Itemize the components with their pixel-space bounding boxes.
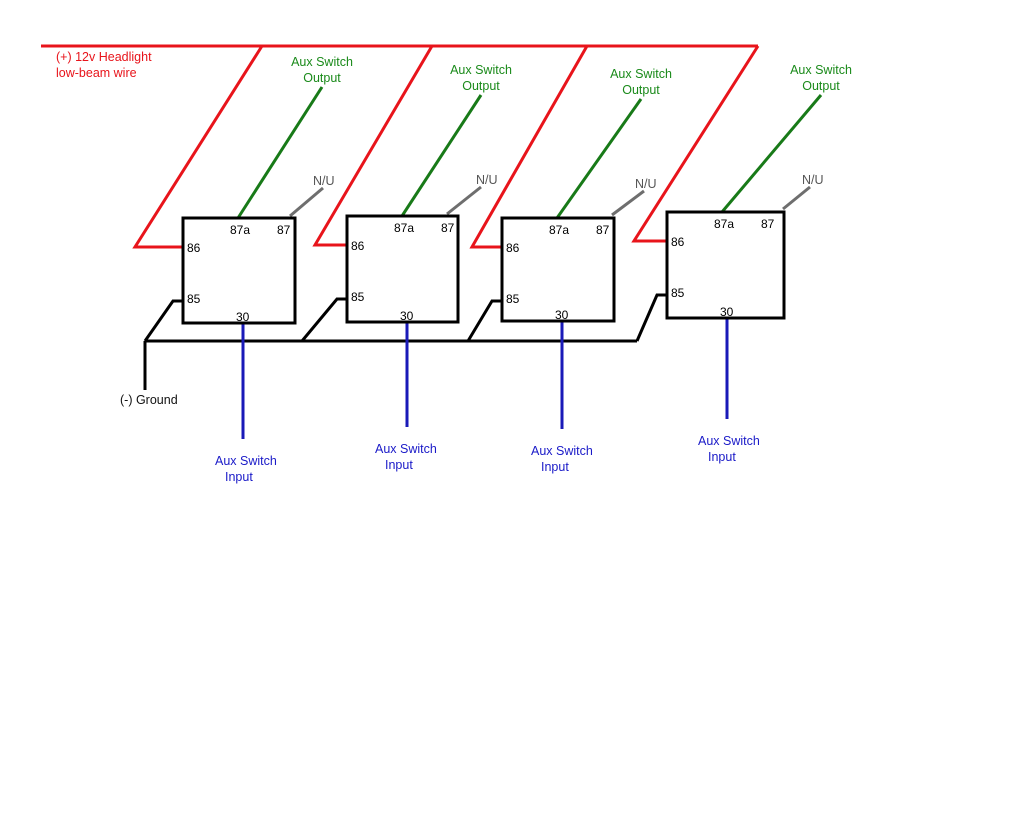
relay-2-85-ground-wire bbox=[300, 297, 347, 342]
relay-4-85-ground-wire bbox=[635, 293, 667, 342]
headlight-wire-label-line-2: low-beam wire bbox=[56, 66, 137, 80]
ground-label: (-) Ground bbox=[120, 393, 178, 407]
relay-3-85-ground-wire bbox=[466, 299, 502, 342]
relay-1-output-label-line-1: Aux Switch bbox=[291, 55, 353, 69]
relay-3-pin-30-label: 30 bbox=[555, 308, 569, 322]
relay-2-nu-wire bbox=[446, 185, 482, 216]
relay-3-nu-label: N/U bbox=[635, 177, 657, 191]
relay-3-pin-85-label: 85 bbox=[506, 292, 520, 306]
relay-3-pin-87a-label: 87a bbox=[549, 223, 569, 237]
relay-2-output-wire bbox=[400, 94, 483, 217]
relay-4-body bbox=[665, 210, 786, 320]
relay-1-86-feed-wire bbox=[132, 45, 264, 249]
relay-1-pin-30-label: 30 bbox=[236, 310, 250, 324]
relay-2-input-label-line-2: Input bbox=[385, 458, 413, 472]
relay-4-nu-wire bbox=[782, 185, 811, 211]
relay-4-pin-87a-label: 87a bbox=[714, 217, 734, 231]
relay-3-nu-wire bbox=[611, 189, 645, 217]
relay-3-output-label-line-2: Output bbox=[622, 83, 660, 97]
relay-2-output-label-line-1: Aux Switch bbox=[450, 63, 512, 77]
relay-3-output-wire bbox=[555, 98, 643, 219]
relay-2-input-label-line-1: Aux Switch bbox=[375, 442, 437, 456]
relay-1-output-label-line-2: Output bbox=[303, 71, 341, 85]
relay-1-nu-wire bbox=[289, 186, 324, 218]
relay-1-body bbox=[181, 216, 297, 325]
relay-2-pin-85-label: 85 bbox=[351, 290, 365, 304]
relay-3-input-label-line-1: Aux Switch bbox=[531, 444, 593, 458]
headlight-wire-label-line-1: (+) 12v Headlight bbox=[56, 50, 152, 64]
relay-4-pin-85-label: 85 bbox=[671, 286, 685, 300]
relay-1-nu-label: N/U bbox=[313, 174, 335, 188]
relay-4-pin-86-label: 86 bbox=[671, 235, 685, 249]
relay-4-nu-label: N/U bbox=[802, 173, 824, 187]
relay-2-pin-87a-label: 87a bbox=[394, 221, 414, 235]
relay-2-nu-label: N/U bbox=[476, 173, 498, 187]
relay-3-86-feed-wire bbox=[469, 45, 589, 249]
relay-2-86-feed-wire bbox=[312, 45, 434, 247]
relay-2-pin-86-label: 86 bbox=[351, 239, 365, 253]
relay-4-86-feed-wire bbox=[631, 45, 760, 243]
relay-2-output-label-line-2: Output bbox=[462, 79, 500, 93]
relay-1-pin-85-label: 85 bbox=[187, 292, 201, 306]
relay-2-pin-30-label: 30 bbox=[400, 309, 414, 323]
relay-1-pin-87a-label: 87a bbox=[230, 223, 250, 237]
relay-4-input-label-line-1: Aux Switch bbox=[698, 434, 760, 448]
relay-3-pin-87-label: 87 bbox=[596, 223, 610, 237]
relay-1-85-ground-wire bbox=[143, 299, 183, 342]
relay-1-pin-87-label: 87 bbox=[277, 223, 291, 237]
relay-3-input-label-line-2: Input bbox=[541, 460, 569, 474]
relay-1-input-label-line-2: Input bbox=[225, 470, 253, 484]
relay-3-body bbox=[500, 216, 616, 323]
relay-3-output-label-line-1: Aux Switch bbox=[610, 67, 672, 81]
relay-4-pin-30-label: 30 bbox=[720, 305, 734, 319]
relay-1-pin-86-label: 86 bbox=[187, 241, 201, 255]
relay-3-pin-86-label: 86 bbox=[506, 241, 520, 255]
relay-2-pin-87-label: 87 bbox=[441, 221, 455, 235]
relay-2-body bbox=[345, 214, 460, 324]
relay-4-output-wire bbox=[720, 94, 823, 213]
relay-4-output-label-line-1: Aux Switch bbox=[790, 63, 852, 77]
relay-1-input-label-line-1: Aux Switch bbox=[215, 454, 277, 468]
relay-1-output-wire bbox=[236, 86, 324, 219]
headlight-wire-label: (+) 12v Headlight low-beam wire bbox=[56, 50, 152, 80]
relay-4-output-label-line-2: Output bbox=[802, 79, 840, 93]
relay-4-input-label-line-2: Input bbox=[708, 450, 736, 464]
relay-4-pin-87-label: 87 bbox=[761, 217, 775, 231]
